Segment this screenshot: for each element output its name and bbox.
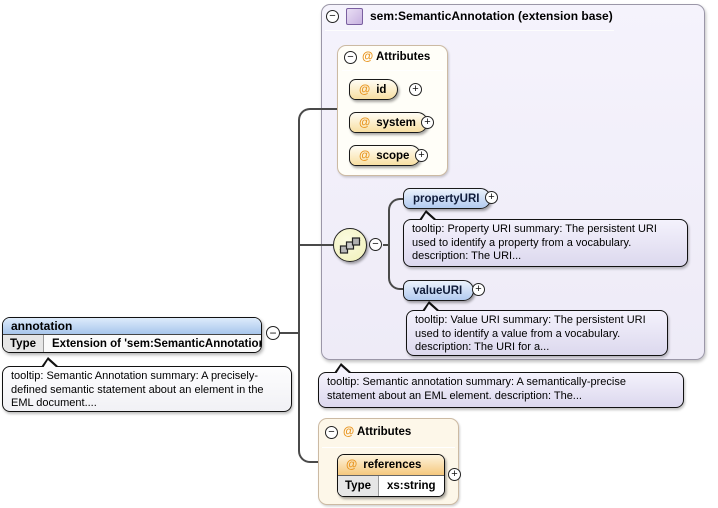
attribute-scope-expand-toggle[interactable]: + [415, 149, 428, 162]
local-attributes-header: @ Attributes [343, 426, 411, 438]
semantic-annotation-tooltip: tooltip: Semantic annotation summary: A … [318, 363, 684, 408]
annotation-tooltip: tooltip: Semantic Annotation summary: A … [2, 357, 292, 412]
attribute-label: scope [376, 149, 410, 162]
annotation-element-name: annotation [11, 319, 73, 333]
element-label: valueURI [413, 284, 463, 297]
at-icon: @ [359, 116, 371, 129]
annotation-element-header: annotation [3, 318, 261, 335]
attribute-id-expand-toggle[interactable]: + [409, 83, 422, 96]
sequence-compositor-icon[interactable] [333, 228, 367, 262]
element-label: propertyURI [413, 192, 480, 205]
type-label: Type [338, 476, 379, 496]
connector-branch-sequence [298, 244, 333, 246]
type-value: xs:string [387, 480, 436, 492]
attribute-label: id [376, 83, 387, 96]
type-label: Type [3, 335, 44, 352]
panel-title: sem:SemanticAnnotation (extension base) [370, 9, 613, 23]
attribute-id[interactable]: @ id [349, 79, 399, 100]
type-value: Extension of 'sem:SemanticAnnotation' [52, 337, 262, 350]
attribute-references-expand-toggle[interactable]: + [448, 468, 461, 481]
connector-trunk-top [298, 108, 338, 334]
valueURI-tooltip: tooltip: Value URI summary: The persiste… [406, 301, 668, 356]
connector-seq-bottom [388, 244, 403, 290]
attribute-system[interactable]: @ system [349, 112, 428, 133]
element-valueURI[interactable]: valueURI [403, 280, 475, 301]
attribute-label: references [363, 459, 422, 471]
attributes-group-divider [342, 70, 443, 71]
annotation-element-box[interactable]: annotation Type Extension of 'sem:Semant… [2, 317, 262, 353]
attribute-label: system [376, 116, 416, 129]
attributes-group-title: Attributes [376, 51, 431, 63]
complex-type-icon [346, 8, 363, 25]
at-icon: @ [343, 426, 355, 438]
attribute-references[interactable]: @ references Type xs:string [337, 454, 445, 497]
annotation-collapse-toggle[interactable]: − [266, 326, 280, 340]
attributes-group-header: @ Attributes [362, 51, 430, 63]
connector-root-stub [280, 332, 298, 334]
sequence-glyph [339, 237, 361, 254]
element-propertyURI[interactable]: propertyURI [403, 188, 492, 209]
element-valueURI-expand-toggle[interactable]: + [472, 283, 485, 296]
at-icon: @ [362, 51, 374, 63]
propertyURI-tooltip: tooltip: Property URI summary: The persi… [403, 210, 688, 267]
at-icon: @ [359, 83, 371, 96]
at-icon: @ [359, 149, 371, 162]
attribute-references-type-row: Type xs:string [338, 476, 444, 496]
connector-trunk-bottom [298, 332, 318, 463]
panel-collapse-toggle[interactable]: − [326, 10, 339, 23]
attribute-scope[interactable]: @ scope [349, 145, 422, 166]
local-attributes-divider [322, 447, 455, 448]
local-attributes-title: Attributes [357, 426, 412, 438]
sequence-collapse-toggle[interactable]: − [369, 238, 382, 251]
annotation-element-type-row: Type Extension of 'sem:SemanticAnnotatio… [3, 335, 261, 352]
at-icon: @ [346, 459, 358, 471]
panel-title-divider [325, 30, 614, 31]
element-propertyURI-expand-toggle[interactable]: + [485, 191, 498, 204]
local-attributes-collapse-toggle[interactable]: − [325, 426, 338, 439]
attribute-references-header: @ references [338, 455, 444, 476]
connector-sequence-stub [383, 244, 389, 246]
connector-seq-top [388, 198, 403, 245]
attributes-collapse-toggle[interactable]: − [344, 51, 357, 64]
attribute-system-expand-toggle[interactable]: + [421, 116, 434, 129]
